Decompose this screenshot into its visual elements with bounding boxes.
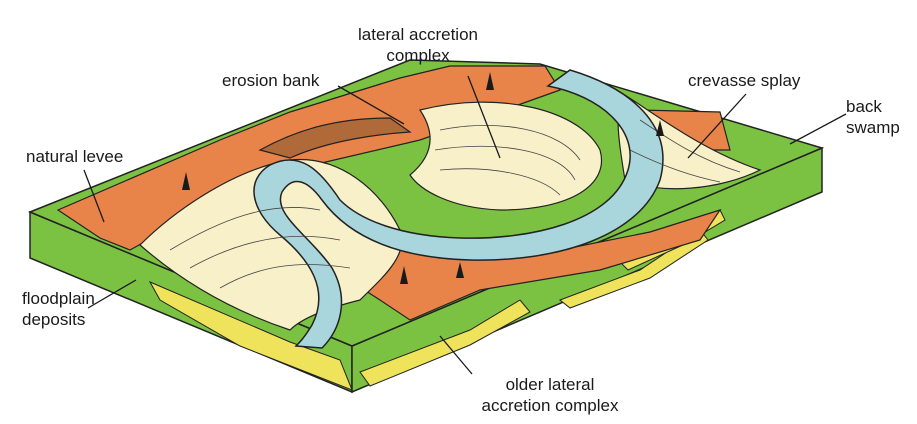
label-crevasse-splay: crevasse splay bbox=[688, 71, 801, 90]
label-erosion-bank: erosion bank bbox=[222, 71, 320, 90]
leader-older-accretion bbox=[439, 335, 473, 375]
leader-erosion-bank bbox=[337, 85, 405, 125]
label-floodplain-deposits: floodplain deposits bbox=[22, 289, 95, 329]
leader-lines bbox=[83, 75, 847, 375]
tree-icon bbox=[182, 172, 190, 190]
tree-icon bbox=[456, 262, 464, 278]
tree-icon bbox=[400, 266, 408, 284]
label-older-lateral-accretion-complex: older lateral accretion complex bbox=[481, 375, 619, 415]
label-natural-levee: natural levee bbox=[26, 147, 124, 166]
label-lateral-accretion-complex: lateral accretion complex bbox=[357, 25, 478, 65]
point-bar-upper bbox=[409, 101, 603, 211]
tree-icon bbox=[656, 120, 664, 136]
label-back-swamp: back swamp bbox=[846, 97, 900, 137]
leader-back-swamp bbox=[789, 113, 847, 145]
tree-icon bbox=[486, 72, 494, 90]
leader-floodplain bbox=[87, 279, 137, 309]
leader-crevasse-splay bbox=[687, 93, 747, 159]
accretion-lines bbox=[169, 119, 741, 289]
leader-lateral-accretion bbox=[467, 75, 501, 159]
tree-icons bbox=[182, 72, 664, 284]
leader-natural-levee bbox=[83, 169, 105, 223]
older-deposit-front bbox=[148, 280, 353, 391]
older-deposit-right-1 bbox=[359, 299, 531, 387]
river-channel bbox=[253, 69, 664, 349]
erosion-bank bbox=[258, 117, 412, 159]
